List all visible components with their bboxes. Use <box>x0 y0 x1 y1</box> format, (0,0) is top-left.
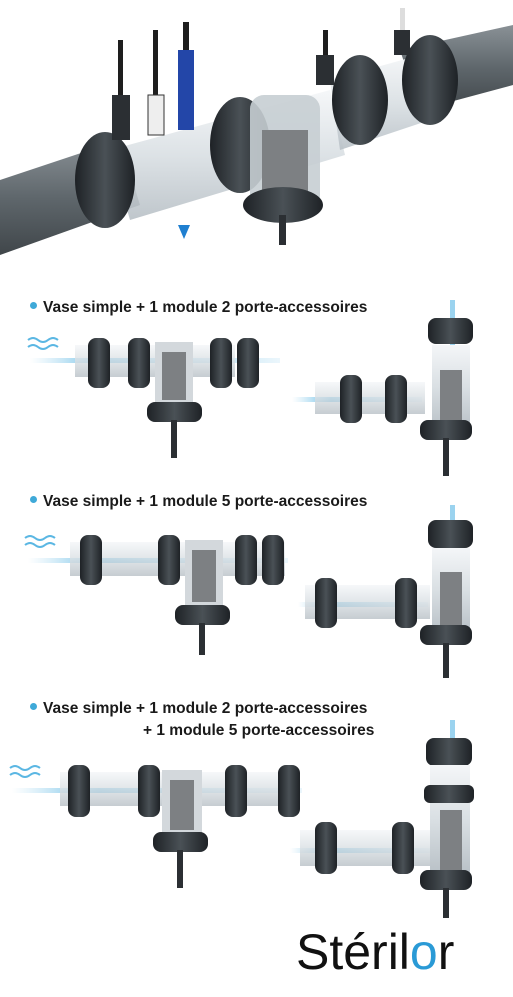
caption-config-1: Vase simple + 1 module 2 porte-accessoir… <box>30 299 367 317</box>
hero-product-render <box>0 8 513 255</box>
diagram-row2-horizontal <box>24 535 288 655</box>
diagram-row1-vertical <box>292 300 473 476</box>
caption-text: + 1 module 5 porte-accessoires <box>143 722 375 739</box>
caption-config-3-line2: + 1 module 5 porte-accessoires <box>143 722 374 740</box>
caption-config-2: Vase simple + 1 module 5 porte-accessoir… <box>30 493 367 511</box>
bullet-dot <box>30 302 37 310</box>
sterilor-logo: Stérilor <box>296 922 454 982</box>
diagram-row2-vertical <box>298 505 473 678</box>
logo-text-accent: o <box>409 924 438 980</box>
diagram-row3-horizontal <box>9 765 302 888</box>
diagram-row3-vertical <box>290 720 474 918</box>
logo-text-end: r <box>437 924 455 980</box>
bullet-dot <box>30 703 37 711</box>
caption-text: Vase simple + 1 module 2 porte-accessoir… <box>43 700 368 717</box>
logo-text-start: Stéril <box>296 924 410 980</box>
caption-text: Vase simple + 1 module 2 porte-accessoir… <box>43 299 368 316</box>
caption-config-3-line1: Vase simple + 1 module 2 porte-accessoir… <box>30 700 367 718</box>
caption-text: Vase simple + 1 module 5 porte-accessoir… <box>43 493 368 510</box>
diagram-row1-horizontal <box>27 337 280 458</box>
bullet-dot <box>30 496 37 504</box>
